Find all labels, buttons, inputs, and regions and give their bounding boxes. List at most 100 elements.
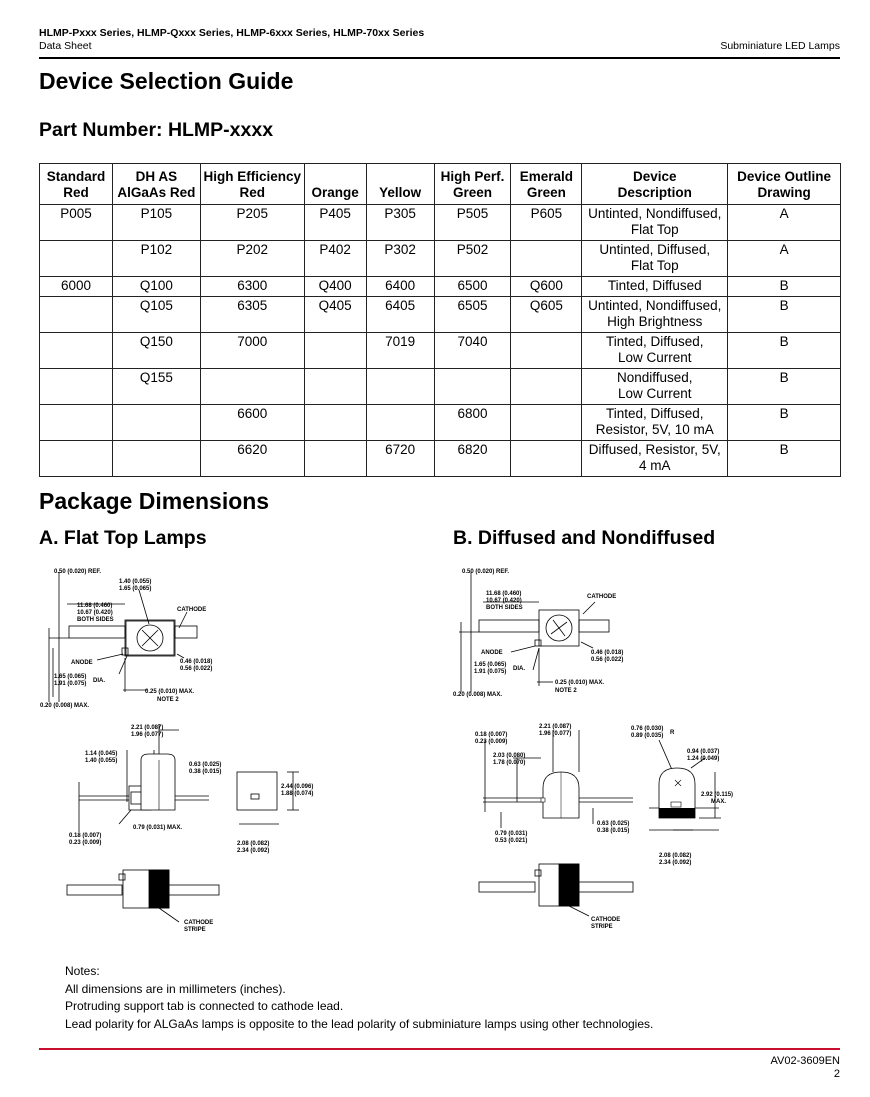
table-cell <box>39 332 113 369</box>
part-number-title: Part Number: HLMP-xxxx <box>39 119 274 141</box>
table-cell: Q100 <box>111 276 201 297</box>
table-cell: A <box>727 204 841 241</box>
table-cell <box>510 240 583 277</box>
dim-label: 1.65 (0.065) <box>54 674 86 680</box>
table-cell: Q155 <box>111 368 201 405</box>
dim-label: CATHODE <box>184 920 213 926</box>
dim-label: 0.56 (0.022) <box>180 666 212 672</box>
notes-heading: Notes: <box>65 964 100 978</box>
table-cell <box>510 440 583 477</box>
dim-label: STRIPE <box>184 927 206 933</box>
dim-label: 1.14 (0.045) <box>85 751 117 757</box>
table-cell: 6000 <box>39 276 113 297</box>
table-cell: Nondiffused,Low Current <box>581 368 729 405</box>
table-cell <box>433 368 512 405</box>
dim-label: 1.40 (0.055) <box>85 758 117 764</box>
table-cell: Q400 <box>303 276 367 297</box>
table-cell: 6600 <box>199 404 305 441</box>
table-cell: 6720 <box>365 440 435 477</box>
dim-label: CATHODE <box>587 594 616 600</box>
dim-label: 0.76 (0.030) <box>631 726 663 732</box>
diffused-nondiffused-drawing: 0.50 (0.020) REF. 11.68 (0.460) 10.67 (0… <box>453 569 733 930</box>
table-cell: B <box>727 440 841 477</box>
table-cell: 6305 <box>199 296 305 333</box>
table-cell: 6820 <box>433 440 512 477</box>
table-cell: 6400 <box>365 276 435 297</box>
table-cell <box>39 440 113 477</box>
table-cell: P205 <box>199 204 305 241</box>
col-header: Orange <box>303 163 367 205</box>
dim-label: DIA. <box>513 666 525 672</box>
table-cell: Q405 <box>303 296 367 333</box>
table-cell <box>111 404 201 441</box>
header-rule <box>39 57 840 59</box>
table-cell: Diffused, Resistor, 5V,4 mA <box>581 440 729 477</box>
table-cell <box>510 332 583 369</box>
col-header: Yellow <box>365 163 435 205</box>
dim-label: 1.24 (0.049) <box>687 756 719 762</box>
table-cell: 6500 <box>433 276 512 297</box>
dim-label: 0.18 (0.007) <box>475 732 507 738</box>
dim-label: R <box>670 730 675 736</box>
table-cell: 6405 <box>365 296 435 333</box>
dim-label: 1.88 (0.074) <box>281 791 313 797</box>
dim-label: 0.25 (0.010) MAX. <box>555 680 604 686</box>
table-cell: B <box>727 404 841 441</box>
dim-label: 10.67 (0.420) <box>77 610 113 616</box>
table-cell <box>111 440 201 477</box>
header-product: Subminiature LED Lamps <box>720 40 840 52</box>
table-cell: P302 <box>365 240 435 277</box>
dim-label: 0.89 (0.035) <box>631 733 663 739</box>
dim-label: 2.03 (0.080) <box>493 753 525 759</box>
table-cell: P005 <box>39 204 113 241</box>
dim-label: 2.21 (0.087) <box>539 724 571 730</box>
dim-label: 2.08 (0.082) <box>237 841 269 847</box>
table-cell: P202 <box>199 240 305 277</box>
table-cell: 6620 <box>199 440 305 477</box>
table-cell: Tinted, Diffused,Resistor, 5V, 10 mA <box>581 404 729 441</box>
dim-label: 0.63 (0.025) <box>189 762 221 768</box>
dim-label: 1.96 (0.077) <box>131 732 163 738</box>
table-cell <box>510 404 583 441</box>
table-cell: P505 <box>433 204 512 241</box>
table-cell <box>510 368 583 405</box>
dim-label: 2.21 (0.087) <box>131 725 163 731</box>
table-cell: P502 <box>433 240 512 277</box>
header-doc-type: Data Sheet <box>39 40 92 52</box>
dim-label: 2.34 (0.092) <box>659 860 691 866</box>
table-cell: P402 <box>303 240 367 277</box>
table-cell: P102 <box>111 240 201 277</box>
section-a-title: A. Flat Top Lamps <box>39 527 207 549</box>
table-cell: 7000 <box>199 332 305 369</box>
note-line: All dimensions are in millimeters (inche… <box>65 981 286 996</box>
table-cell: Tinted, Diffused,Low Current <box>581 332 729 369</box>
dim-label: 0.53 (0.021) <box>495 838 527 844</box>
dim-label: 1.96 (0.077) <box>539 731 571 737</box>
table-cell: B <box>727 332 841 369</box>
table-cell: 6300 <box>199 276 305 297</box>
table-cell: 7040 <box>433 332 512 369</box>
dim-label: 0.23 (0.009) <box>69 840 101 846</box>
dim-label: 1.40 (0.055) <box>119 579 151 585</box>
table-cell <box>39 240 113 277</box>
dim-label: 0.56 (0.022) <box>591 657 623 663</box>
table-cell: Untinted, Nondiffused,Flat Top <box>581 204 729 241</box>
table-cell <box>199 368 305 405</box>
dim-label: 0.79 (0.031) MAX. <box>133 825 182 831</box>
dim-label: 0.63 (0.025) <box>597 821 629 827</box>
dim-label: 0.46 (0.018) <box>180 659 212 665</box>
dim-label: 0.23 (0.009) <box>475 739 507 745</box>
dim-label: 2.34 (0.092) <box>237 848 269 854</box>
table-cell: A <box>727 240 841 277</box>
dim-label: DIA. <box>93 678 105 684</box>
